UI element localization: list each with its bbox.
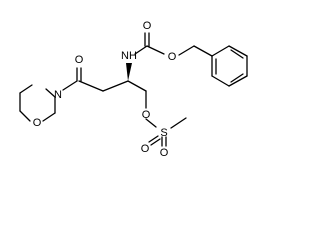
atom-label-morpholine-o: O [33,117,42,129]
bond [230,49,244,59]
bond [193,45,213,57]
bond [230,73,244,83]
bond [127,80,147,92]
atom-label-sulfonyl-o-left: O [141,143,150,155]
bond [150,138,161,146]
bond [178,45,195,56]
bond [19,84,33,94]
atom-label-sulfonyl-o-right: O [160,147,169,159]
bond [145,118,157,128]
bond [134,45,148,55]
structure-canvas: O N O NH O O O S O O [19,20,248,159]
bond [228,75,248,87]
molecule-structure: O N O NH O O O S O O [19,20,248,159]
bond [42,112,56,122]
atom-label-morpholine-n: N [54,89,62,101]
bond [19,110,31,122]
bond [170,117,187,129]
bond [45,88,56,98]
bond [211,45,230,57]
bonds [19,32,248,147]
bond [146,45,165,55]
bond [211,75,230,87]
atom-label-carbamate-o-ester: O [168,51,177,63]
bond [102,80,129,92]
atom-label-carbamate-o-double: O [143,20,152,32]
bond [78,80,104,92]
bond [228,45,248,57]
atom-label-sulfur: S [160,127,167,139]
bond [148,135,159,143]
wedge-bond [126,63,132,81]
atom-label-mesylate-o: O [142,109,151,121]
atom-label-amide-o: O [75,54,84,66]
bond [62,80,78,91]
atom-label-nh: NH [121,50,137,62]
